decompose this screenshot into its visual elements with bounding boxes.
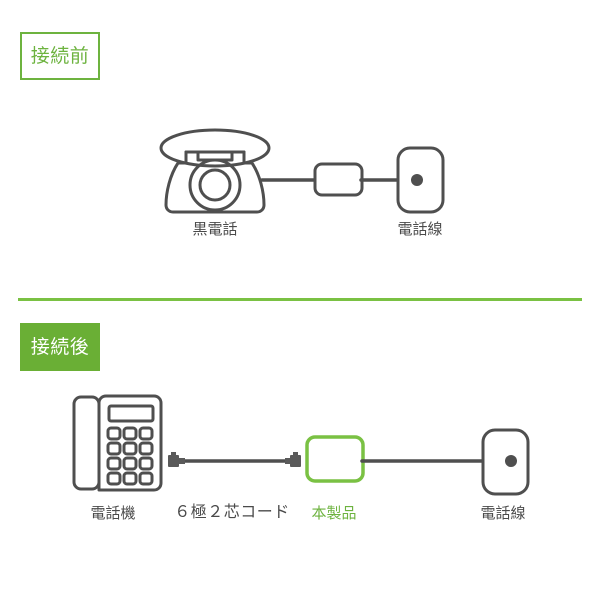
product-adapter-icon (305, 435, 365, 483)
caption-product: 本製品 (311, 505, 357, 522)
caption-modular-cord: ６極２芯コード (174, 504, 290, 521)
badge-after: 接続後 (20, 323, 100, 371)
wall-jack-icon-bottom (481, 428, 530, 496)
wall-jack-icon-top (396, 146, 445, 214)
caption-desk-phone: 電話機 (90, 505, 136, 522)
rj11-connector-icon-right (285, 452, 301, 467)
caption-wall-jack-top: 電話線 (397, 221, 443, 238)
caption-wall-jack-bottom: 電話線 (480, 505, 526, 522)
badge-before: 接続前 (20, 32, 100, 80)
caption-rotary-phone: 黒電話 (192, 221, 238, 238)
section-divider (18, 298, 582, 301)
rotary-phone-icon (159, 128, 271, 214)
rj11-connector-icon-left (168, 452, 185, 467)
inline-adapter-icon (313, 162, 364, 197)
desk-phone-icon (72, 394, 163, 492)
